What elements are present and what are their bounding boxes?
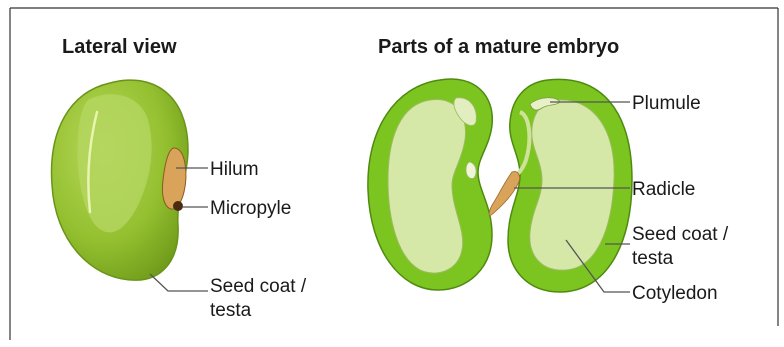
- plumule-label: Plumule: [632, 93, 701, 114]
- seed-coat-label-right-2: testa: [632, 248, 674, 269]
- seed-coat-leader-left: [150, 274, 208, 291]
- radicle-label: Radicle: [632, 179, 695, 200]
- embryo-right-half: [489, 79, 632, 292]
- micropyle-dot: [173, 201, 183, 211]
- cotyledon-label: Cotyledon: [632, 283, 718, 304]
- lateral-bean: [52, 80, 188, 280]
- embryo-title: Parts of a mature embryo: [378, 36, 619, 58]
- hilum-label: Hilum: [210, 159, 259, 180]
- micropyle-label: Micropyle: [210, 198, 291, 219]
- seed-coat-label-left-1: Seed coat /: [210, 276, 307, 297]
- lateral-view-title: Lateral view: [62, 36, 177, 58]
- seed-coat-label-left-2: testa: [210, 300, 252, 321]
- seed-coat-label-right-1: Seed coat /: [632, 224, 729, 245]
- embryo-left-half: [368, 79, 492, 290]
